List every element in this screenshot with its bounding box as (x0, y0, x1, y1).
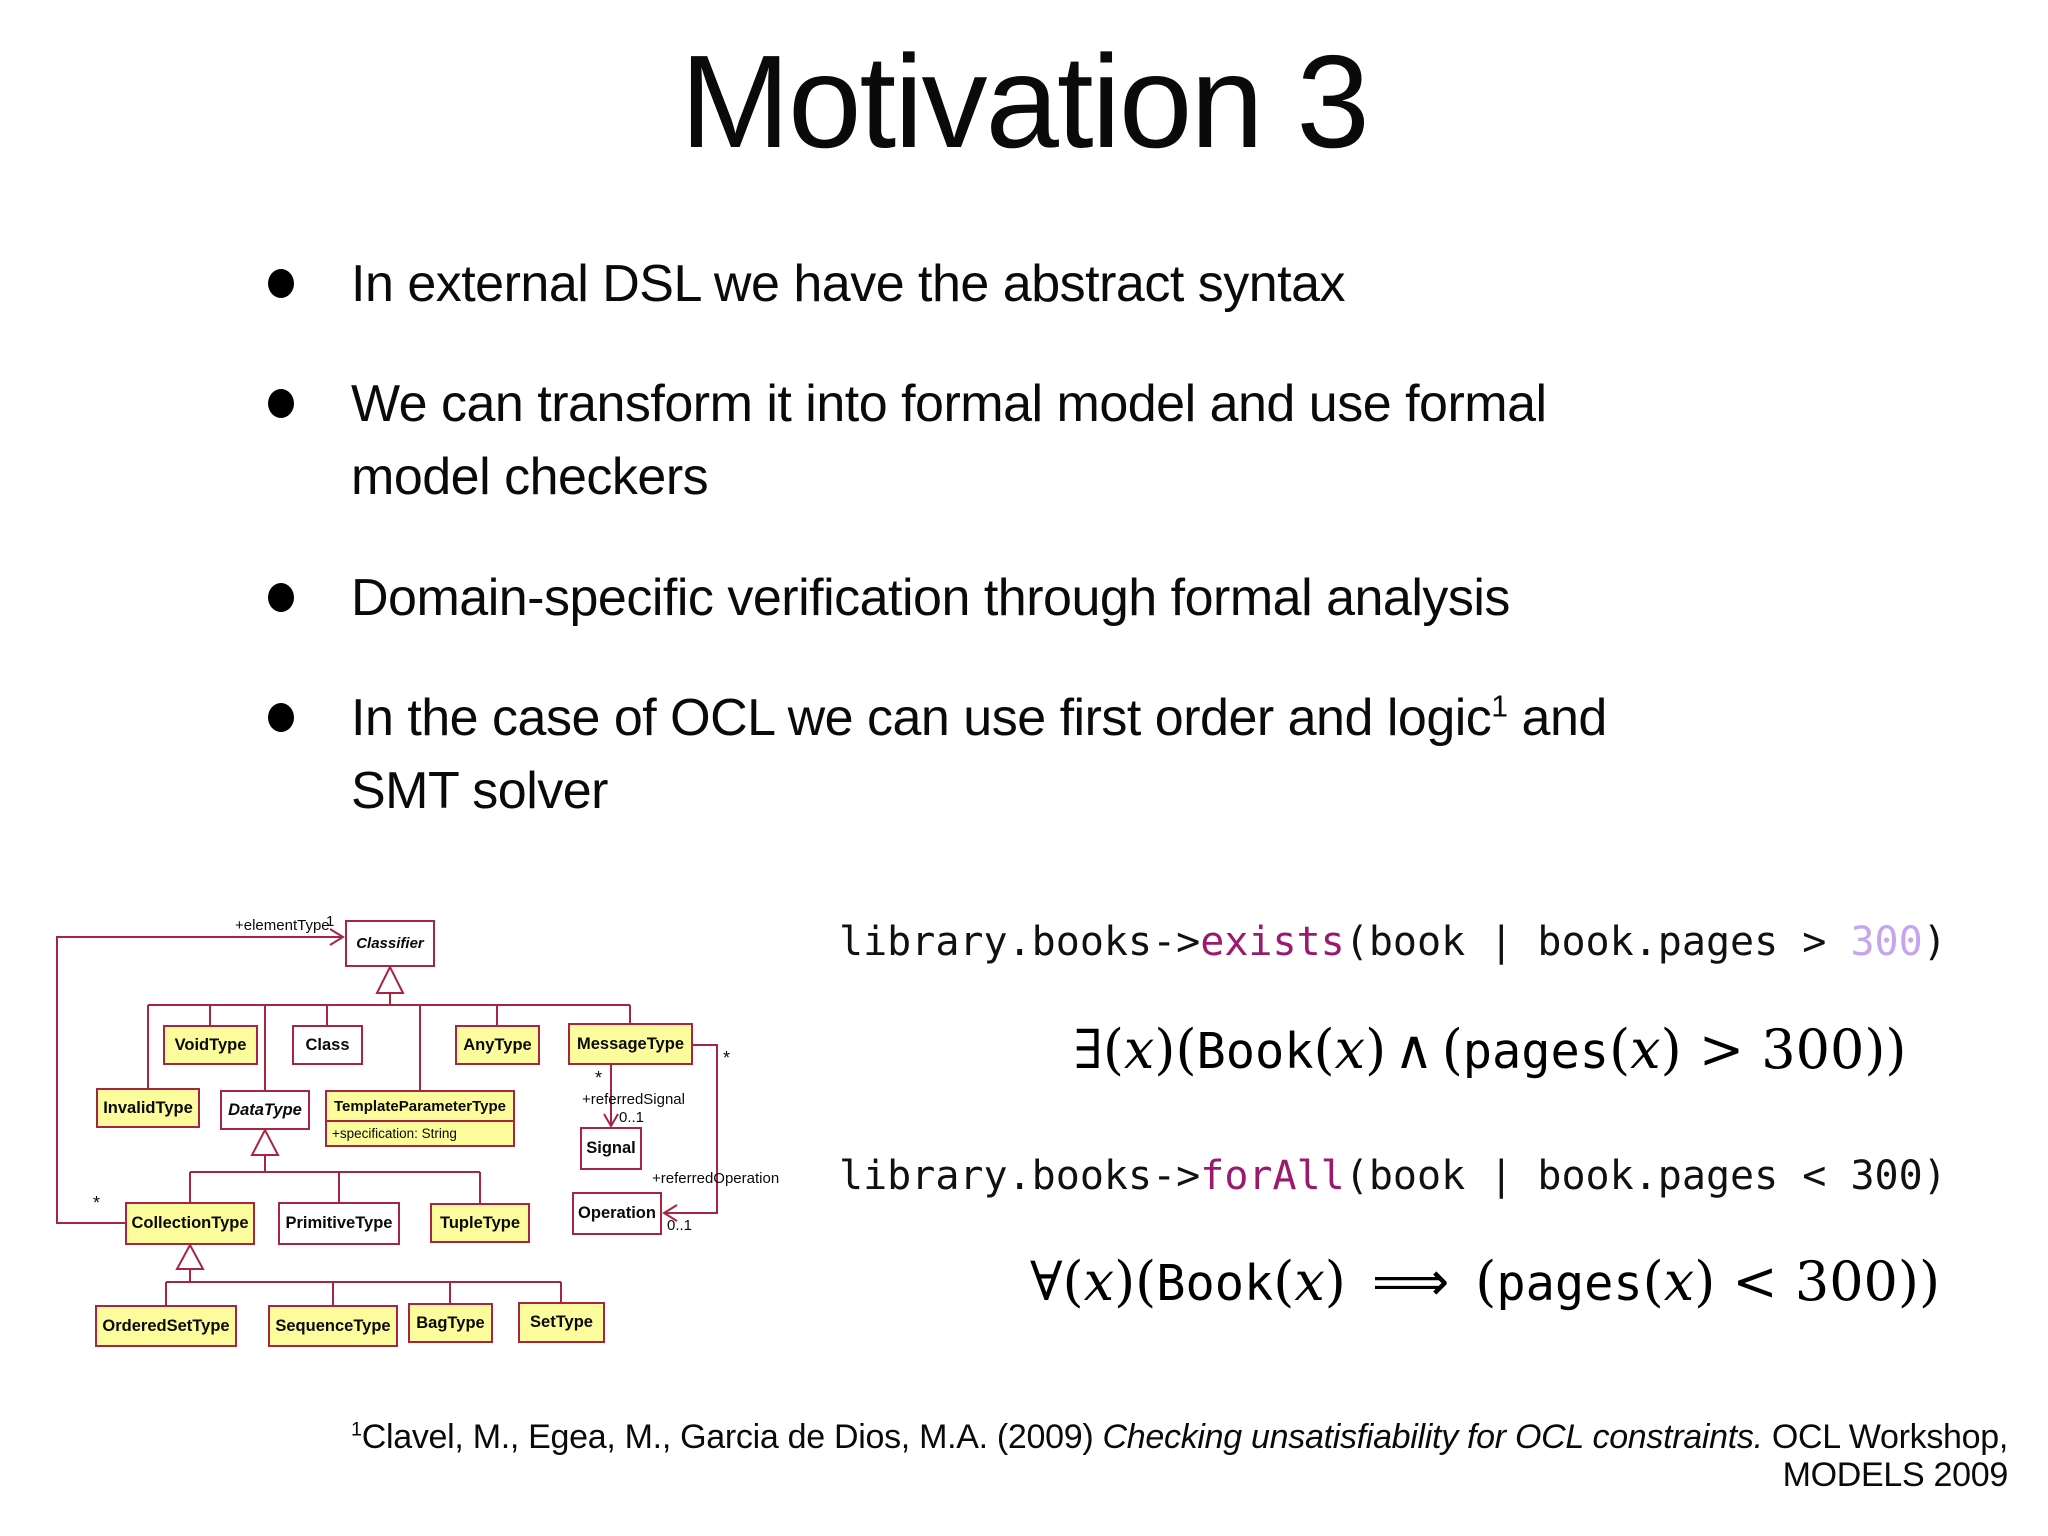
uml-class-collectiontype: CollectionType (125, 1202, 255, 1245)
bullet-4-line-2: SMT solver (351, 762, 608, 820)
code-close-paren: ) (1922, 919, 1947, 965)
uml-label-zero-one-signal: 0..1 (619, 1109, 645, 1126)
generalization-bus-3 (165, 1269, 562, 1305)
uml-class-primitivetype: PrimitiveType (278, 1202, 400, 1245)
uml-label-referredsignal: +referredSignal (582, 1091, 685, 1108)
uml-class-sequencetype: SequenceType (268, 1305, 398, 1347)
page-title: Motivation 3 (680, 28, 1370, 175)
footnote-citation: 1Clavel, M., Egea, M., Garcia de Dios, M… (328, 1418, 2008, 1494)
ocl-exists-expression: library.books->exists(book | book.pages … (839, 918, 1947, 966)
referred-operation-association (662, 1044, 718, 1222)
uml-class-classifier: Classifier (345, 920, 435, 967)
ocl-forall-expression: library.books->forAll(book | book.pages … (839, 1152, 1947, 1200)
code-object: library.books-> (839, 1153, 1201, 1199)
uml-connectors (56, 928, 718, 1305)
bullet-dot (268, 269, 294, 298)
uml-class-datatype: DataType (220, 1090, 310, 1130)
bullet-2-line-2: model checkers (351, 448, 709, 506)
code-number-literal: 300 (1850, 919, 1923, 965)
uml-class-invalidtype: InvalidType (96, 1088, 200, 1128)
generalization-triangle-datatype (250, 1127, 280, 1156)
generalization-bus-1 (147, 993, 631, 1090)
bullet-dot (268, 583, 294, 612)
generalization-triangle-classifier (375, 964, 405, 994)
footnote-paper-title: Checking unsatisfiability for OCL constr… (1102, 1418, 1764, 1456)
uml-class-voidtype: VoidType (163, 1025, 258, 1065)
bullet-dot (268, 703, 294, 732)
implies-arrow: ⟹ (1371, 1250, 1450, 1313)
exists-quantifier: ∃ (1073, 1018, 1103, 1081)
uml-diagram: Classifier VoidType Class AnyType Messag… (55, 905, 825, 1375)
uml-label-multiplicity-star-signal: * (595, 1068, 603, 1088)
uml-class-signal: Signal (580, 1127, 642, 1170)
footnote-authors: Clavel, M., Egea, M., Garcia de Dios, M.… (361, 1418, 1103, 1456)
uml-label-zero-one-operation: 0..1 (667, 1217, 693, 1234)
uml-class-anytype: AnyType (455, 1025, 540, 1065)
uml-label-multiplicity-one: 1 (326, 913, 335, 930)
fol-exists-formula: ∃(x)(Book(x)∧(pages(x) > 300)) (1073, 1018, 1907, 1081)
footnote-marker: 1 (351, 1418, 362, 1441)
uml-class-bagtype: BagType (408, 1303, 493, 1343)
uml-label-multiplicity-star-operation: * (723, 1048, 731, 1068)
uml-attribute-specification: +specification: String (332, 1126, 457, 1141)
code-args: (book | book.pages > (1344, 919, 1851, 965)
code-args: (book | book.pages < 300) (1344, 1153, 1947, 1199)
bullet-4-text-end: and (1507, 689, 1608, 747)
bullet-item-1: In external DSL we have the abstract syn… (268, 248, 1346, 321)
fol-forall-formula: ∀(x)(Book(x)⟹(pages(x) < 300)) (1029, 1250, 1941, 1313)
uml-label-elementtype: +elementType (235, 917, 330, 934)
bullet-3-text: Domain-specific verification through for… (351, 569, 1510, 627)
uml-class-messagetype: MessageType (568, 1023, 693, 1065)
bullet-item-2: We can transform it into formal model an… (268, 368, 1547, 514)
forall-quantifier: ∀ (1029, 1250, 1063, 1313)
uml-label-referredoperation: +referredOperation (652, 1170, 780, 1187)
element-type-association (56, 928, 345, 1224)
bullet-4-text: In the case of OCL we can use first orde… (351, 689, 1492, 747)
footnote-venue: OCL Workshop, MODELS 2009 (1762, 1418, 2008, 1495)
uml-class-tupletype: TupleType (430, 1203, 530, 1243)
uml-class-templateparametertype: TemplateParameterType +specification: St… (325, 1090, 515, 1147)
generalization-bus-2 (189, 1155, 481, 1203)
referred-signal-association (603, 1065, 619, 1128)
bullet-dot (268, 389, 294, 418)
bullet-4-footnote-ref: 1 (1491, 690, 1508, 724)
bullet-item-3: Domain-specific verification through for… (268, 562, 1510, 635)
uml-label-multiplicity-star-collection: * (93, 1193, 101, 1213)
bullet-item-4: In the case of OCL we can use first orde… (268, 682, 1607, 828)
uml-class-operation: Operation (572, 1192, 662, 1235)
code-object: library.books-> (839, 919, 1201, 965)
code-keyword-forall: forAll (1200, 1153, 1345, 1199)
uml-class-class: Class (292, 1025, 363, 1065)
and-operator: ∧ (1394, 1018, 1434, 1081)
uml-class-settype: SetType (518, 1302, 605, 1343)
code-keyword-exists: exists (1200, 919, 1345, 965)
bullet-2-line-1: We can transform it into formal model an… (351, 375, 1547, 433)
bullet-1-text: In external DSL we have the abstract syn… (351, 255, 1346, 313)
generalization-triangle-collectiontype (175, 1242, 205, 1270)
uml-class-orderedsettype: OrderedSetType (95, 1305, 237, 1347)
